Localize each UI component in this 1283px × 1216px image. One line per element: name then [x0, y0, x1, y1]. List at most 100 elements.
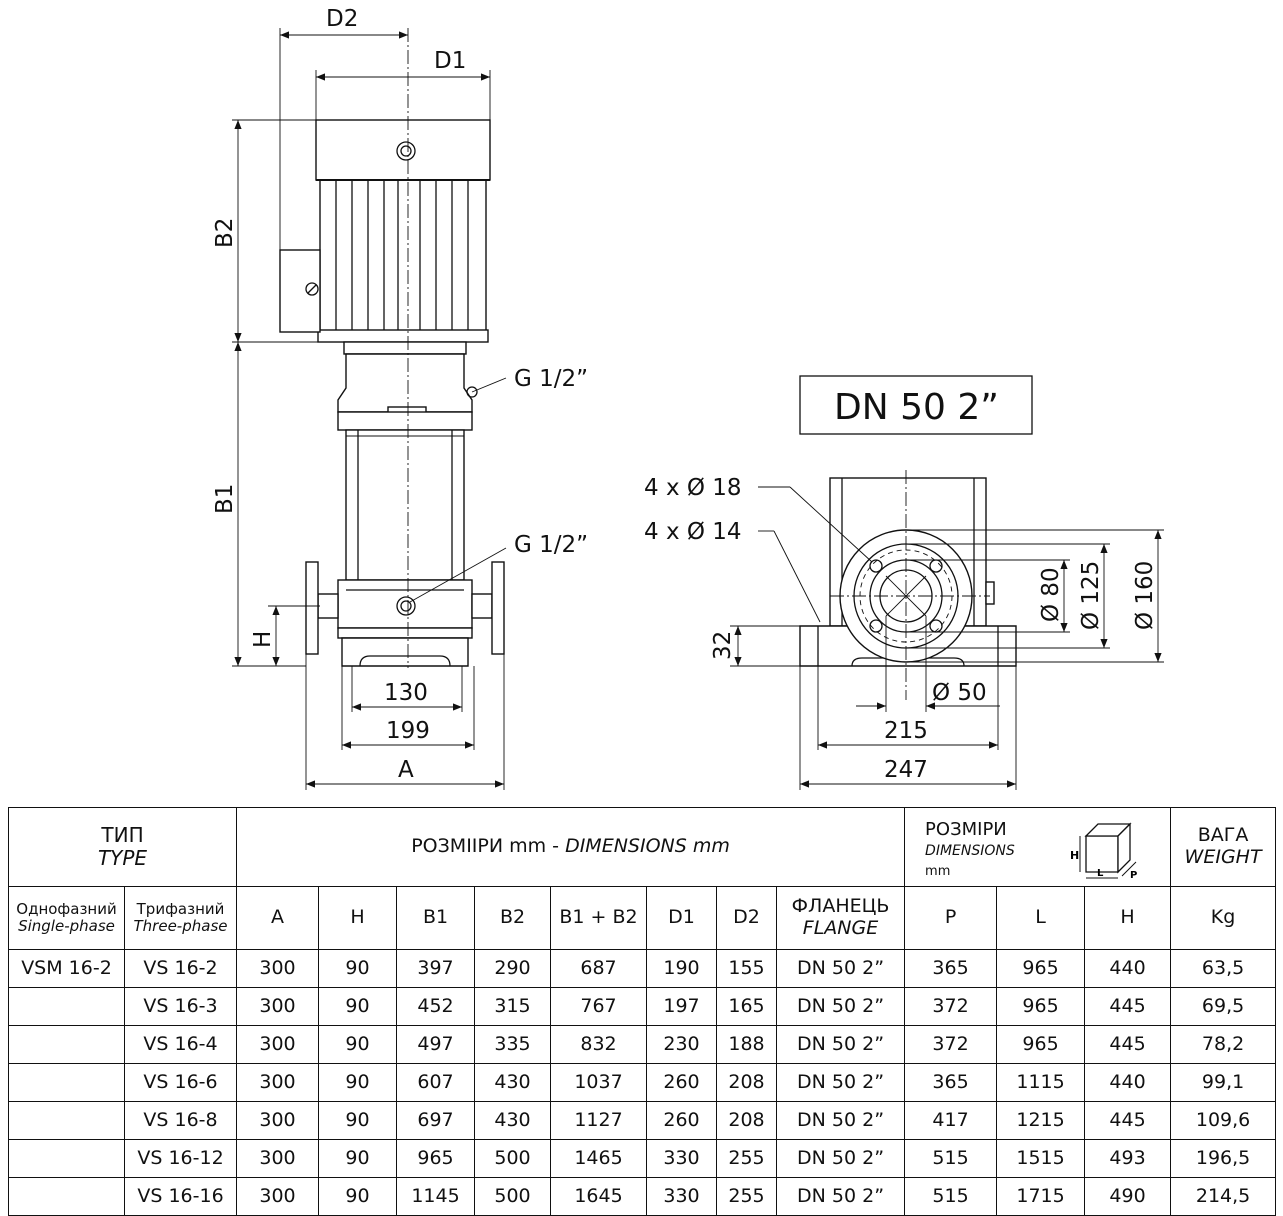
col-d1: D1 — [646, 886, 718, 950]
cell-d2: 155 — [716, 949, 778, 988]
cell-a: 300 — [236, 1063, 320, 1102]
cell-ph: 445 — [1084, 1101, 1172, 1140]
cell-h: 90 — [318, 1177, 398, 1216]
cell-b1b2: 832 — [550, 1025, 648, 1064]
cell-p: 515 — [904, 1139, 998, 1178]
cell-kg: 69,5 — [1170, 987, 1277, 1026]
dim-247-label: 247 — [884, 757, 928, 783]
col-single-uk: Однофазний — [16, 899, 117, 918]
cell-kg: 63,5 — [1170, 949, 1277, 988]
motor-cooling-fins — [335, 180, 469, 332]
cell-p: 365 — [904, 949, 998, 988]
cell-d2: 208 — [716, 1101, 778, 1140]
cell-l: 965 — [996, 1025, 1086, 1064]
col-three-phase: Трифазний Three-phase — [123, 886, 238, 950]
cell-three: VS 16-12 — [123, 1139, 238, 1178]
col-b2: B2 — [474, 886, 552, 950]
cell-three: VS 16-3 — [123, 987, 238, 1026]
dim-130-label: 130 — [384, 680, 428, 706]
cell-b2: 430 — [474, 1063, 552, 1102]
front-view-dimensions: D2 D1 B2 B1 H G 1/2” G 1/2” 130 199 — [212, 6, 588, 790]
flange-title: DN 50 2” — [834, 387, 999, 428]
h-label: H — [250, 631, 276, 648]
cell-flange: DN 50 2” — [776, 1025, 906, 1064]
cell-a: 300 — [236, 1101, 320, 1140]
col-p: P — [904, 886, 998, 950]
cell-d2: 208 — [716, 1063, 778, 1102]
dimensions-header-en: DIMENSIONS mm — [565, 835, 730, 858]
cell-b1b2: 687 — [550, 949, 648, 988]
cell-d2: 255 — [716, 1177, 778, 1216]
col-d2: D2 — [716, 886, 778, 950]
cell-l: 965 — [996, 987, 1086, 1026]
package-icon-p: P — [1130, 870, 1137, 881]
cell-b1b2: 1127 — [550, 1101, 648, 1140]
cell-single — [8, 1177, 125, 1216]
weight-header: ВАГА WEIGHT — [1170, 807, 1277, 887]
dia-160-label: Ø 160 — [1132, 561, 1158, 630]
cell-h: 90 — [318, 1063, 398, 1102]
d1-label: D1 — [434, 48, 466, 74]
col-flange-uk: ФЛАНЕЦЬ — [791, 895, 890, 918]
cell-single: VSM 16-2 — [8, 949, 125, 988]
weight-header-en: WEIGHT — [1184, 846, 1262, 868]
cell-b1b2: 1465 — [550, 1139, 648, 1178]
cell-p: 515 — [904, 1177, 998, 1216]
type-header: ТИП TYPE — [7, 807, 238, 887]
cell-d2: 165 — [716, 987, 778, 1026]
cell-l: 1515 — [996, 1139, 1086, 1178]
type-header-en: TYPE — [97, 846, 148, 870]
package-icon-h: H — [1070, 849, 1079, 862]
cell-flange: DN 50 2” — [776, 949, 906, 988]
col-a: A — [236, 886, 320, 950]
cell-b1: 607 — [396, 1063, 476, 1102]
cell-b1: 1145 — [396, 1177, 476, 1216]
flange-view-dimensions: 4 x Ø 18 4 x Ø 14 Ø 80 Ø 125 Ø 160 32 Ø … — [644, 475, 1164, 790]
cell-three: VS 16-8 — [123, 1101, 238, 1140]
cell-flange: DN 50 2” — [776, 1177, 906, 1216]
cell-three: VS 16-4 — [123, 1025, 238, 1064]
cell-flange: DN 50 2” — [776, 1139, 906, 1178]
col-l: L — [996, 886, 1086, 950]
packaging-header-en: DIMENSIONS — [925, 843, 1015, 859]
cell-d1: 230 — [646, 1025, 718, 1064]
cell-b1: 497 — [396, 1025, 476, 1064]
cell-h: 90 — [318, 1101, 398, 1140]
cell-d1: 330 — [646, 1177, 718, 1216]
cell-d2: 255 — [716, 1139, 778, 1178]
dimensions-header-uk: РОЗМІІРИ mm - — [411, 835, 566, 858]
cell-single — [8, 1139, 125, 1178]
col-kg: Kg — [1170, 886, 1277, 950]
col-b1-b2: B1 + B2 — [550, 886, 648, 950]
cell-b2: 290 — [474, 949, 552, 988]
flange-bolt-holes — [869, 559, 943, 633]
cell-flange: DN 50 2” — [776, 987, 906, 1026]
cell-b2: 430 — [474, 1101, 552, 1140]
cell-a: 300 — [236, 949, 320, 988]
cell-three: VS 16-6 — [123, 1063, 238, 1102]
cell-b1: 452 — [396, 987, 476, 1026]
g-upper-label: G 1/2” — [514, 366, 588, 392]
cell-p: 417 — [904, 1101, 998, 1140]
cell-b1: 965 — [396, 1139, 476, 1178]
pump-front-view — [279, 28, 505, 668]
cell-d2: 188 — [716, 1025, 778, 1064]
cell-b2: 500 — [474, 1139, 552, 1178]
cell-d1: 260 — [646, 1101, 718, 1140]
b1-label: B1 — [212, 484, 238, 514]
cell-h: 90 — [318, 1025, 398, 1064]
type-header-uk: ТИП — [101, 823, 144, 847]
cell-flange: DN 50 2” — [776, 1101, 906, 1140]
cell-d1: 190 — [646, 949, 718, 988]
cell-a: 300 — [236, 1025, 320, 1064]
cell-b1: 697 — [396, 1101, 476, 1140]
dia-80-label: Ø 80 — [1038, 567, 1064, 622]
g-lower-label: G 1/2” — [514, 532, 588, 558]
holes-14-label: 4 x Ø 14 — [644, 519, 742, 545]
cell-kg: 109,6 — [1170, 1101, 1277, 1140]
dimensions-header: РОЗМІІРИ mm - DIMENSIONS mm — [236, 807, 906, 887]
